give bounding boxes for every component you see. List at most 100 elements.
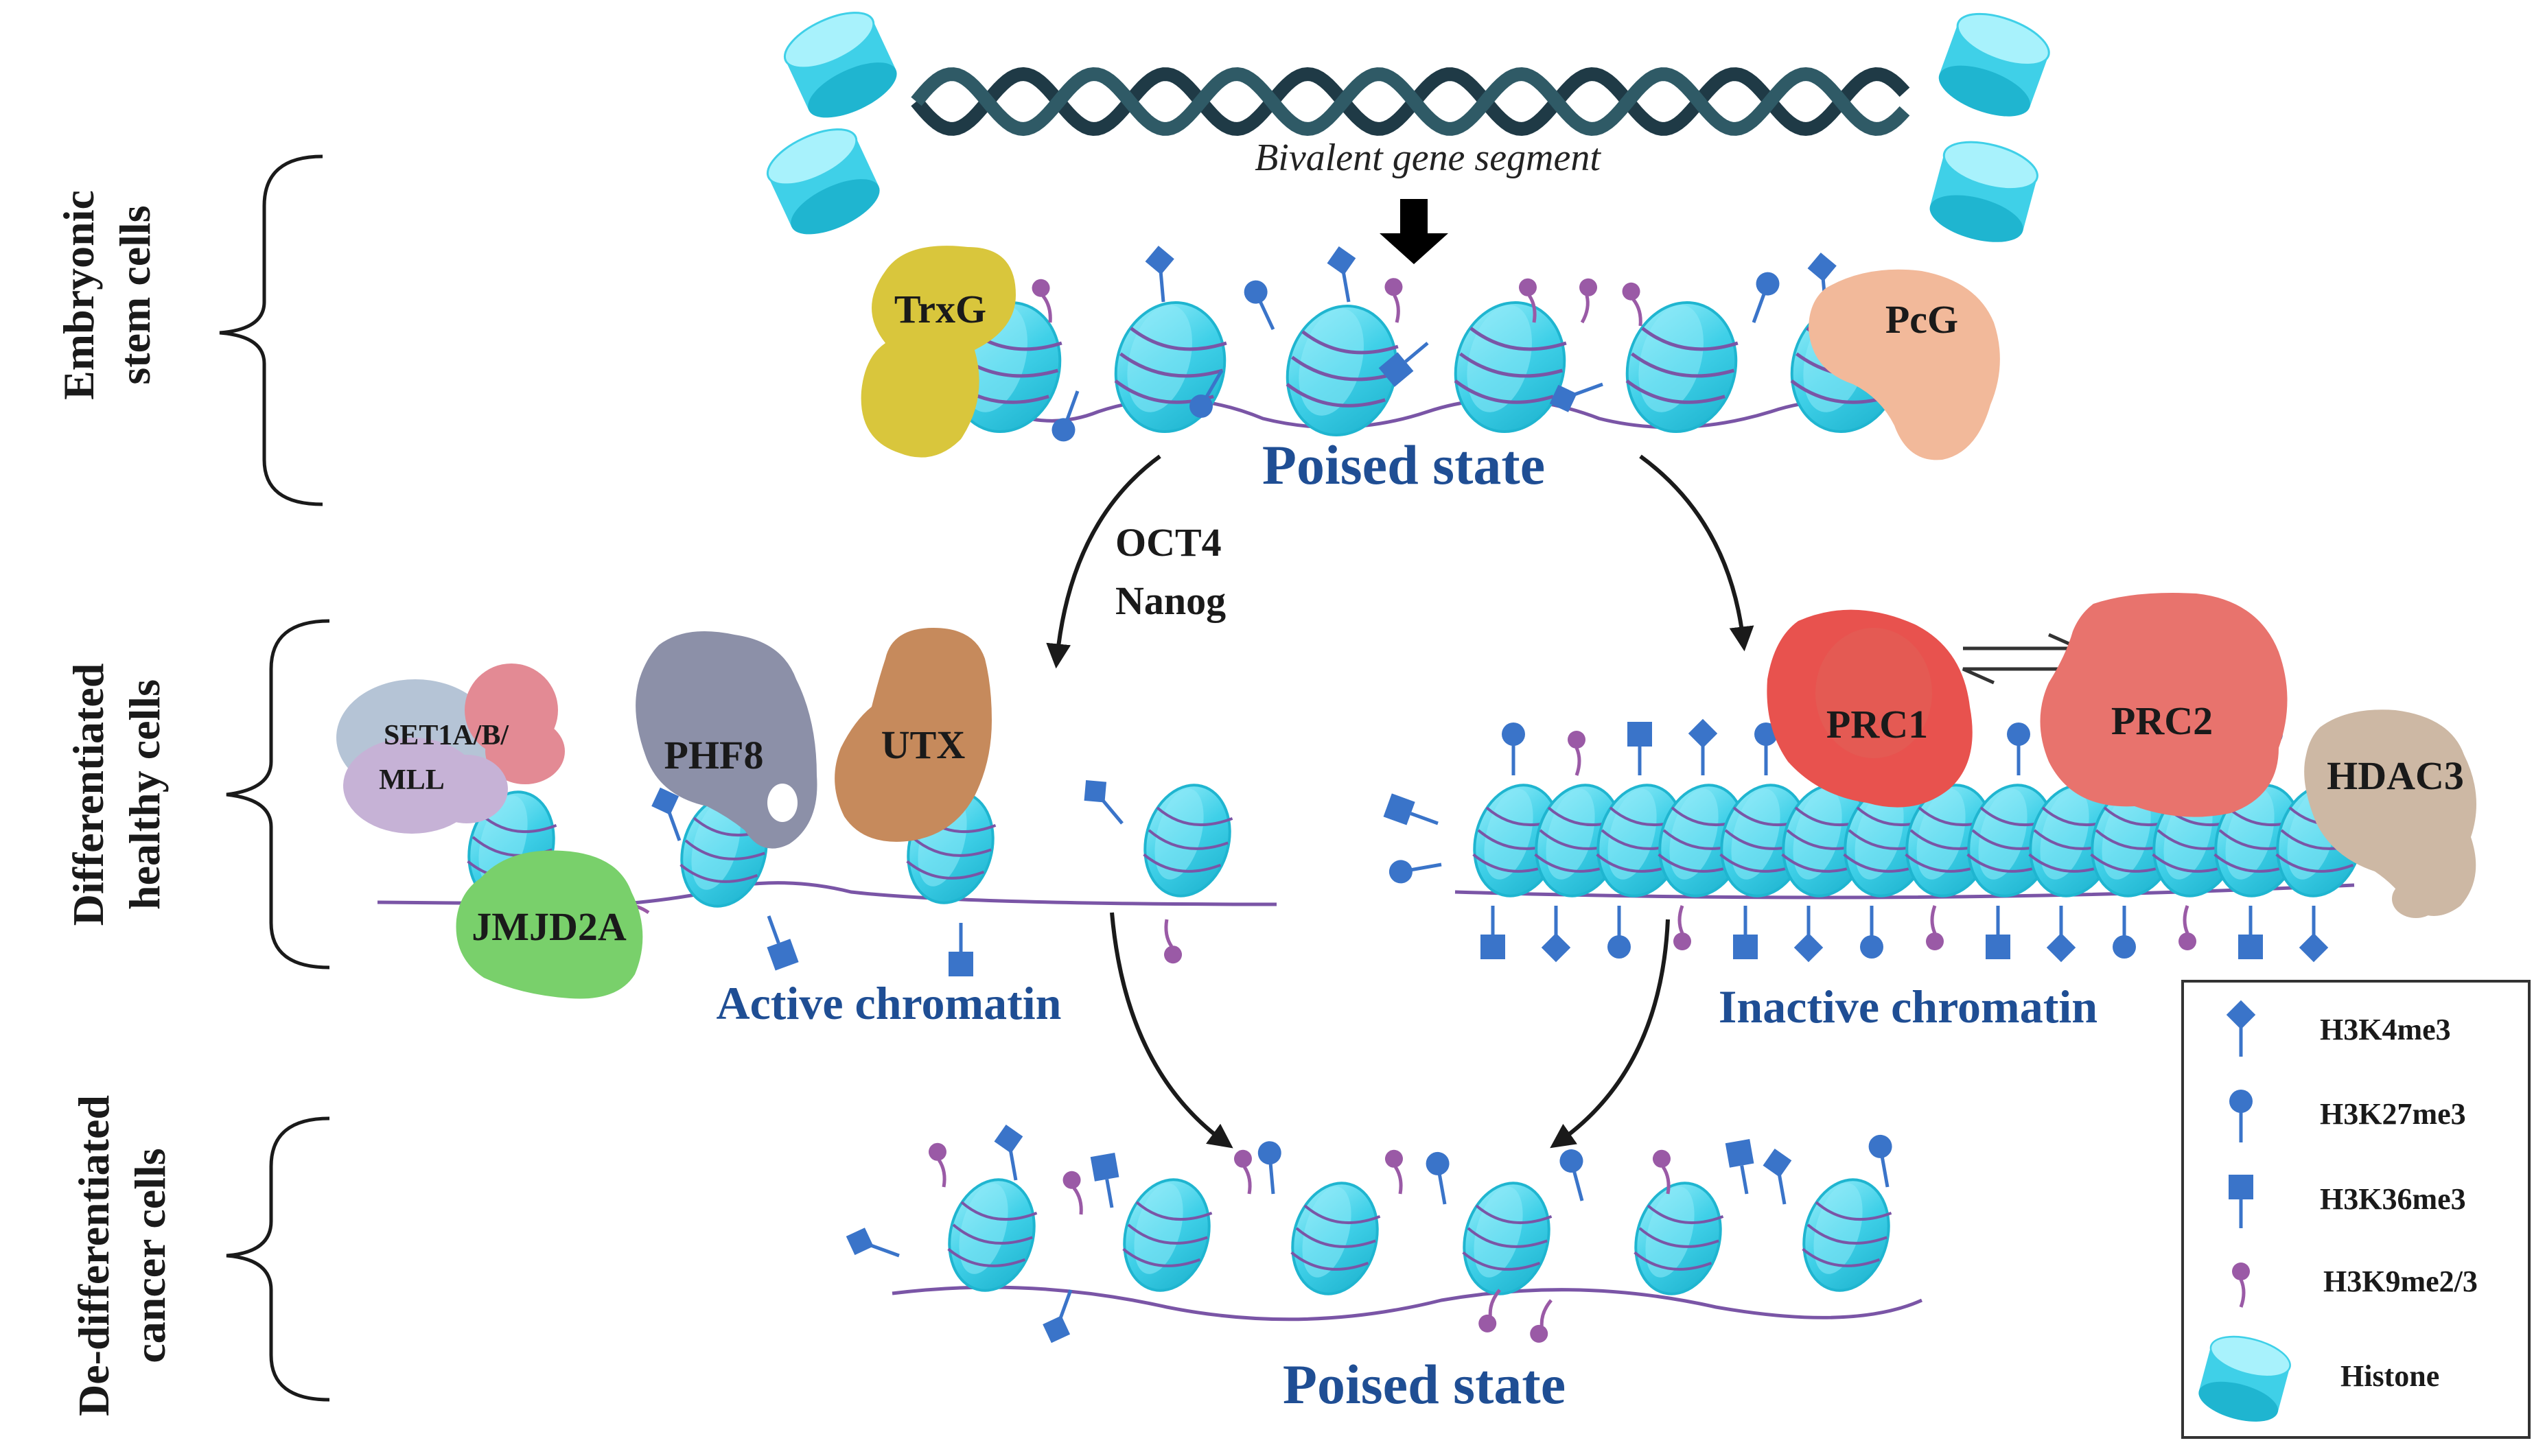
arrow-to-active (1046, 454, 1161, 669)
undefined-histone-mark (1867, 1133, 1899, 1189)
label-prc1: PRC1 (1826, 702, 1928, 747)
label-set1: SET1A/B/ (384, 720, 509, 751)
inactive-histone-mark (2299, 906, 2328, 962)
inactive-histone-mark (1926, 906, 1944, 950)
nucleosome (1441, 290, 1579, 444)
dna-double-helix (911, 67, 1910, 137)
inactive-histone-mark (1384, 793, 1443, 835)
floating-histone (776, 0, 906, 130)
label-pcg: PcG (1885, 297, 1958, 342)
inactive-histone-mark (1480, 906, 1505, 959)
nucleosome (1622, 1172, 1734, 1305)
label-differentiated-1: Differentiated (64, 664, 113, 926)
down-arrow-icon (1380, 199, 1448, 264)
undefined-histone-mark (1725, 1139, 1759, 1196)
arrow-active-to-poised (1110, 912, 1233, 1149)
label-dedifferentiated-2: cancer cells (126, 1148, 174, 1363)
inactive-histone-mark (2047, 906, 2076, 962)
undefined-histone-mark (1144, 244, 1178, 303)
inactive-histone-mark (2113, 906, 2136, 959)
undefined-histone-mark (1075, 771, 1133, 832)
undefined-histone-mark (1061, 1169, 1090, 1217)
protein-prc1: PRC1 (1767, 609, 1973, 808)
brace-embryonic (219, 154, 323, 506)
undefined-histone-mark (1384, 277, 1406, 323)
inactive-histone-mark (2007, 723, 2030, 775)
label-jmjd2a: JMJD2A (472, 904, 627, 949)
undefined-histone-mark (1557, 1147, 1594, 1203)
label-utx: UTX (881, 723, 966, 767)
inactive-histone-mark (1860, 906, 1883, 959)
undefined-histone-mark (1743, 269, 1782, 327)
poised-state-bottom: Poised state (1283, 1353, 1566, 1416)
protein-pcg: PcG (1809, 269, 2000, 460)
undefined-histone-mark (1325, 244, 1363, 304)
label-mll: MLL (379, 764, 445, 796)
protein-phf8: PHF8 (636, 631, 817, 849)
undefined-histone-mark (1158, 918, 1183, 965)
undefined-histone-mark (1424, 1150, 1456, 1206)
inactive-histone-mark (2238, 906, 2263, 959)
label-prc2: PRC2 (2111, 698, 2213, 743)
legend-item-h3k4me3: H3K4me3 (2227, 1000, 2451, 1057)
arrow-to-inactive (1639, 454, 1754, 652)
inactive-histone-mark (1627, 722, 1652, 775)
inactive-histone-mark (1542, 906, 1570, 962)
inactive-chromatin-label: Inactive chromatin (1719, 981, 2097, 1033)
nucleosome (1450, 1172, 1563, 1305)
tf-nanog: Nanog (1115, 578, 1226, 623)
undefined-histone-mark (841, 1223, 904, 1269)
brace-dedifferentiated (226, 1116, 330, 1402)
undefined-histone-mark (1038, 1285, 1084, 1348)
inactive-histone-mark (1387, 853, 1443, 885)
undefined-histone-mark (1240, 277, 1283, 334)
undefined-histone-mark (992, 1122, 1030, 1182)
protein-hdac3: HDAC3 (2304, 709, 2476, 918)
gene-segment-label: Bivalent gene segment (1255, 137, 1601, 179)
legend-item-h3k27me3: H3K27me3 (2229, 1090, 2466, 1142)
undefined-histone-mark (1233, 1149, 1258, 1196)
floating-histone (758, 117, 889, 247)
floating-histone (1923, 132, 2044, 253)
tf-oct4: OCT4 (1115, 520, 1222, 565)
inactive-histone-mark (1673, 906, 1691, 950)
legend-label: H3K9me2/3 (2323, 1265, 2478, 1298)
inactive-histone-mark (1986, 906, 2010, 959)
legend-label: H3K4me3 (2320, 1013, 2451, 1046)
label-dedifferentiated-1: De-differentiated (69, 1095, 118, 1416)
nucleosome (1131, 774, 1244, 907)
protein-trxg: TrxG (861, 246, 1016, 458)
legend-item-h3k36me3: H3K36me3 (2229, 1175, 2466, 1228)
inactive-histone-mark (2178, 906, 2196, 950)
nucleosome (1790, 1169, 1903, 1302)
undefined-histone-mark (1573, 277, 1599, 325)
nucleosome (936, 1169, 1048, 1302)
undefined-histone-mark (757, 912, 799, 971)
floating-histone (1931, 2, 2057, 128)
legend-label: H3K27me3 (2320, 1097, 2466, 1131)
protein-utx: UTX (835, 628, 992, 842)
chromatin-top (937, 244, 1944, 447)
label-embryonic-2: stem cells (111, 205, 159, 384)
chromatin-bottom (841, 1122, 1923, 1348)
inactive-histone-mark (1794, 906, 1823, 962)
inactive-histone-mark (1607, 906, 1631, 959)
undefined-histone-mark (1384, 1149, 1409, 1196)
legend-item-histone: Histone (2193, 1328, 2439, 1431)
inactive-histone-mark (1502, 723, 1525, 775)
label-trxg: TrxG (894, 287, 986, 331)
legend: H3K4me3 H3K27me3 H3K36me3 H3K9me2/3 Hist… (2181, 980, 2531, 1439)
nucleosome (1279, 1172, 1391, 1305)
active-chromatin-label: Active chromatin (717, 977, 1062, 1029)
undefined-histone-mark (1091, 1153, 1124, 1210)
label-embryonic-1: Embryonic (54, 190, 103, 400)
label-phf8: PHF8 (664, 733, 764, 777)
brace-differentiated (226, 619, 330, 970)
legend-label: H3K36me3 (2320, 1182, 2466, 1216)
poised-state-top: Poised state (1262, 434, 1545, 496)
protein-jmjd2a: JMJD2A (456, 850, 643, 999)
inactive-histone-mark (1568, 731, 1585, 775)
undefined-histone-mark (1257, 1140, 1285, 1195)
